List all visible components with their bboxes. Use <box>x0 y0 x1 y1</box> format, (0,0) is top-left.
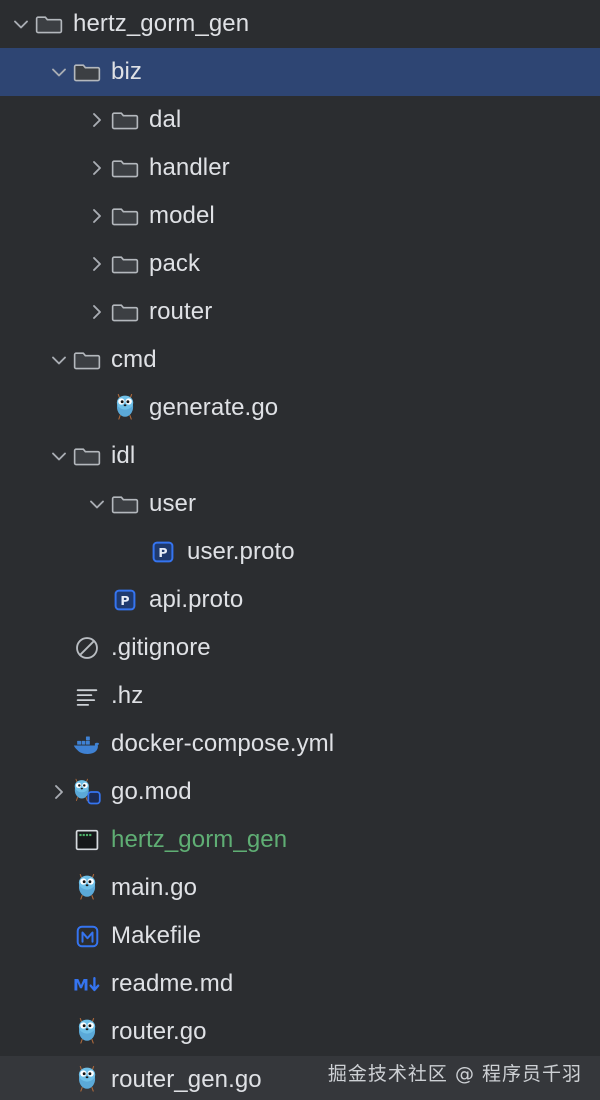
tree-row-user[interactable]: user <box>0 480 600 528</box>
tree-row-label: dal <box>149 106 182 133</box>
tree-row-label: idl <box>111 442 136 469</box>
folder-icon <box>110 153 140 183</box>
tree-row--gitignore[interactable]: .gitignore <box>0 624 600 672</box>
tree-row-hertz-gorm-gen[interactable]: hertz_gorm_gen <box>0 816 600 864</box>
tree-row-label: biz <box>111 58 142 85</box>
svg-text:P: P <box>120 593 129 608</box>
tree-row-label: main.go <box>111 874 198 901</box>
chevron-down-icon[interactable] <box>46 443 72 469</box>
tree-row-label: router <box>149 298 213 325</box>
docker-whale-icon <box>72 729 102 759</box>
tree-row-pack[interactable]: pack <box>0 240 600 288</box>
folder-icon <box>72 57 102 87</box>
folder-icon <box>34 9 64 39</box>
folder-icon <box>110 489 140 519</box>
tree-row-label: .hz <box>111 682 144 709</box>
watermark-text: 掘金技术社区 @ 程序员千羽 <box>327 1063 582 1085</box>
ignore-circle-icon <box>72 633 102 663</box>
chevron-right-icon[interactable] <box>84 299 110 325</box>
tree-row-router-gen-go[interactable]: router_gen.go <box>0 1056 600 1100</box>
proto-icon: P <box>148 537 178 567</box>
tree-row-idl[interactable]: idl <box>0 432 600 480</box>
tree-row-router[interactable]: router <box>0 288 600 336</box>
tree-row-label: api.proto <box>149 586 244 613</box>
go-gopher-icon <box>110 393 140 423</box>
markdown-icon: M <box>72 969 102 999</box>
tree-row-handler[interactable]: handler <box>0 144 600 192</box>
tree-row-label: cmd <box>111 346 157 373</box>
makefile-icon <box>72 921 102 951</box>
tree-row-dal[interactable]: dal <box>0 96 600 144</box>
tree-row-label: user.proto <box>187 538 295 565</box>
folder-icon <box>110 201 140 231</box>
tree-row-main-go[interactable]: main.go <box>0 864 600 912</box>
tree-row-label: go.mod <box>111 778 192 805</box>
proto-icon: P <box>110 585 140 615</box>
tree-row-label: handler <box>149 154 230 181</box>
chevron-right-icon[interactable] <box>46 779 72 805</box>
chevron-right-icon[interactable] <box>84 203 110 229</box>
chevron-down-icon[interactable] <box>8 11 34 37</box>
tree-row-label: hertz_gorm_gen <box>111 826 288 853</box>
tree-row-label: hertz_gorm_gen <box>73 10 250 37</box>
tree-row-label: readme.md <box>111 970 234 997</box>
chevron-down-icon[interactable] <box>46 59 72 85</box>
chevron-right-icon[interactable] <box>84 155 110 181</box>
folder-icon <box>72 441 102 471</box>
tree-row-router-go[interactable]: router.go <box>0 1008 600 1056</box>
tree-row-docker-compose-yml[interactable]: docker-compose.yml <box>0 720 600 768</box>
tree-row-generate-go[interactable]: generate.go <box>0 384 600 432</box>
chevron-down-icon[interactable] <box>84 491 110 517</box>
go-gopher-icon <box>72 873 102 903</box>
svg-text:P: P <box>158 545 167 560</box>
tree-row-label: generate.go <box>149 394 279 421</box>
chevron-right-icon[interactable] <box>84 251 110 277</box>
folder-icon <box>110 249 140 279</box>
tree-row-go-mod[interactable]: go.mod <box>0 768 600 816</box>
chevron-down-icon[interactable] <box>46 347 72 373</box>
text-lines-icon <box>72 681 102 711</box>
tree-row--hz[interactable]: .hz <box>0 672 600 720</box>
tree-row-label: .gitignore <box>111 634 211 661</box>
tree-row-makefile[interactable]: Makefile <box>0 912 600 960</box>
go-gopher-icon <box>72 1065 102 1095</box>
folder-icon <box>110 105 140 135</box>
tree-row-label: Makefile <box>111 922 202 949</box>
chevron-right-icon[interactable] <box>84 107 110 133</box>
tree-row-label: pack <box>149 250 201 277</box>
folder-icon <box>72 345 102 375</box>
tree-row-cmd[interactable]: cmd <box>0 336 600 384</box>
tree-row-label: router.go <box>111 1018 207 1045</box>
go-gopher-icon <box>72 1017 102 1047</box>
tree-row-label: model <box>149 202 215 229</box>
tree-row-label: docker-compose.yml <box>111 730 335 757</box>
tree-row-label: router_gen.go <box>111 1066 262 1093</box>
tree-row-biz[interactable]: biz <box>0 48 600 96</box>
tree-row-model[interactable]: model <box>0 192 600 240</box>
go-module-icon <box>72 777 102 807</box>
folder-icon <box>110 297 140 327</box>
svg-text:M: M <box>73 975 89 994</box>
tree-row-hertz-gorm-gen[interactable]: hertz_gorm_gen <box>0 0 600 48</box>
terminal-binary-icon <box>72 825 102 855</box>
tree-row-label: user <box>149 490 197 517</box>
